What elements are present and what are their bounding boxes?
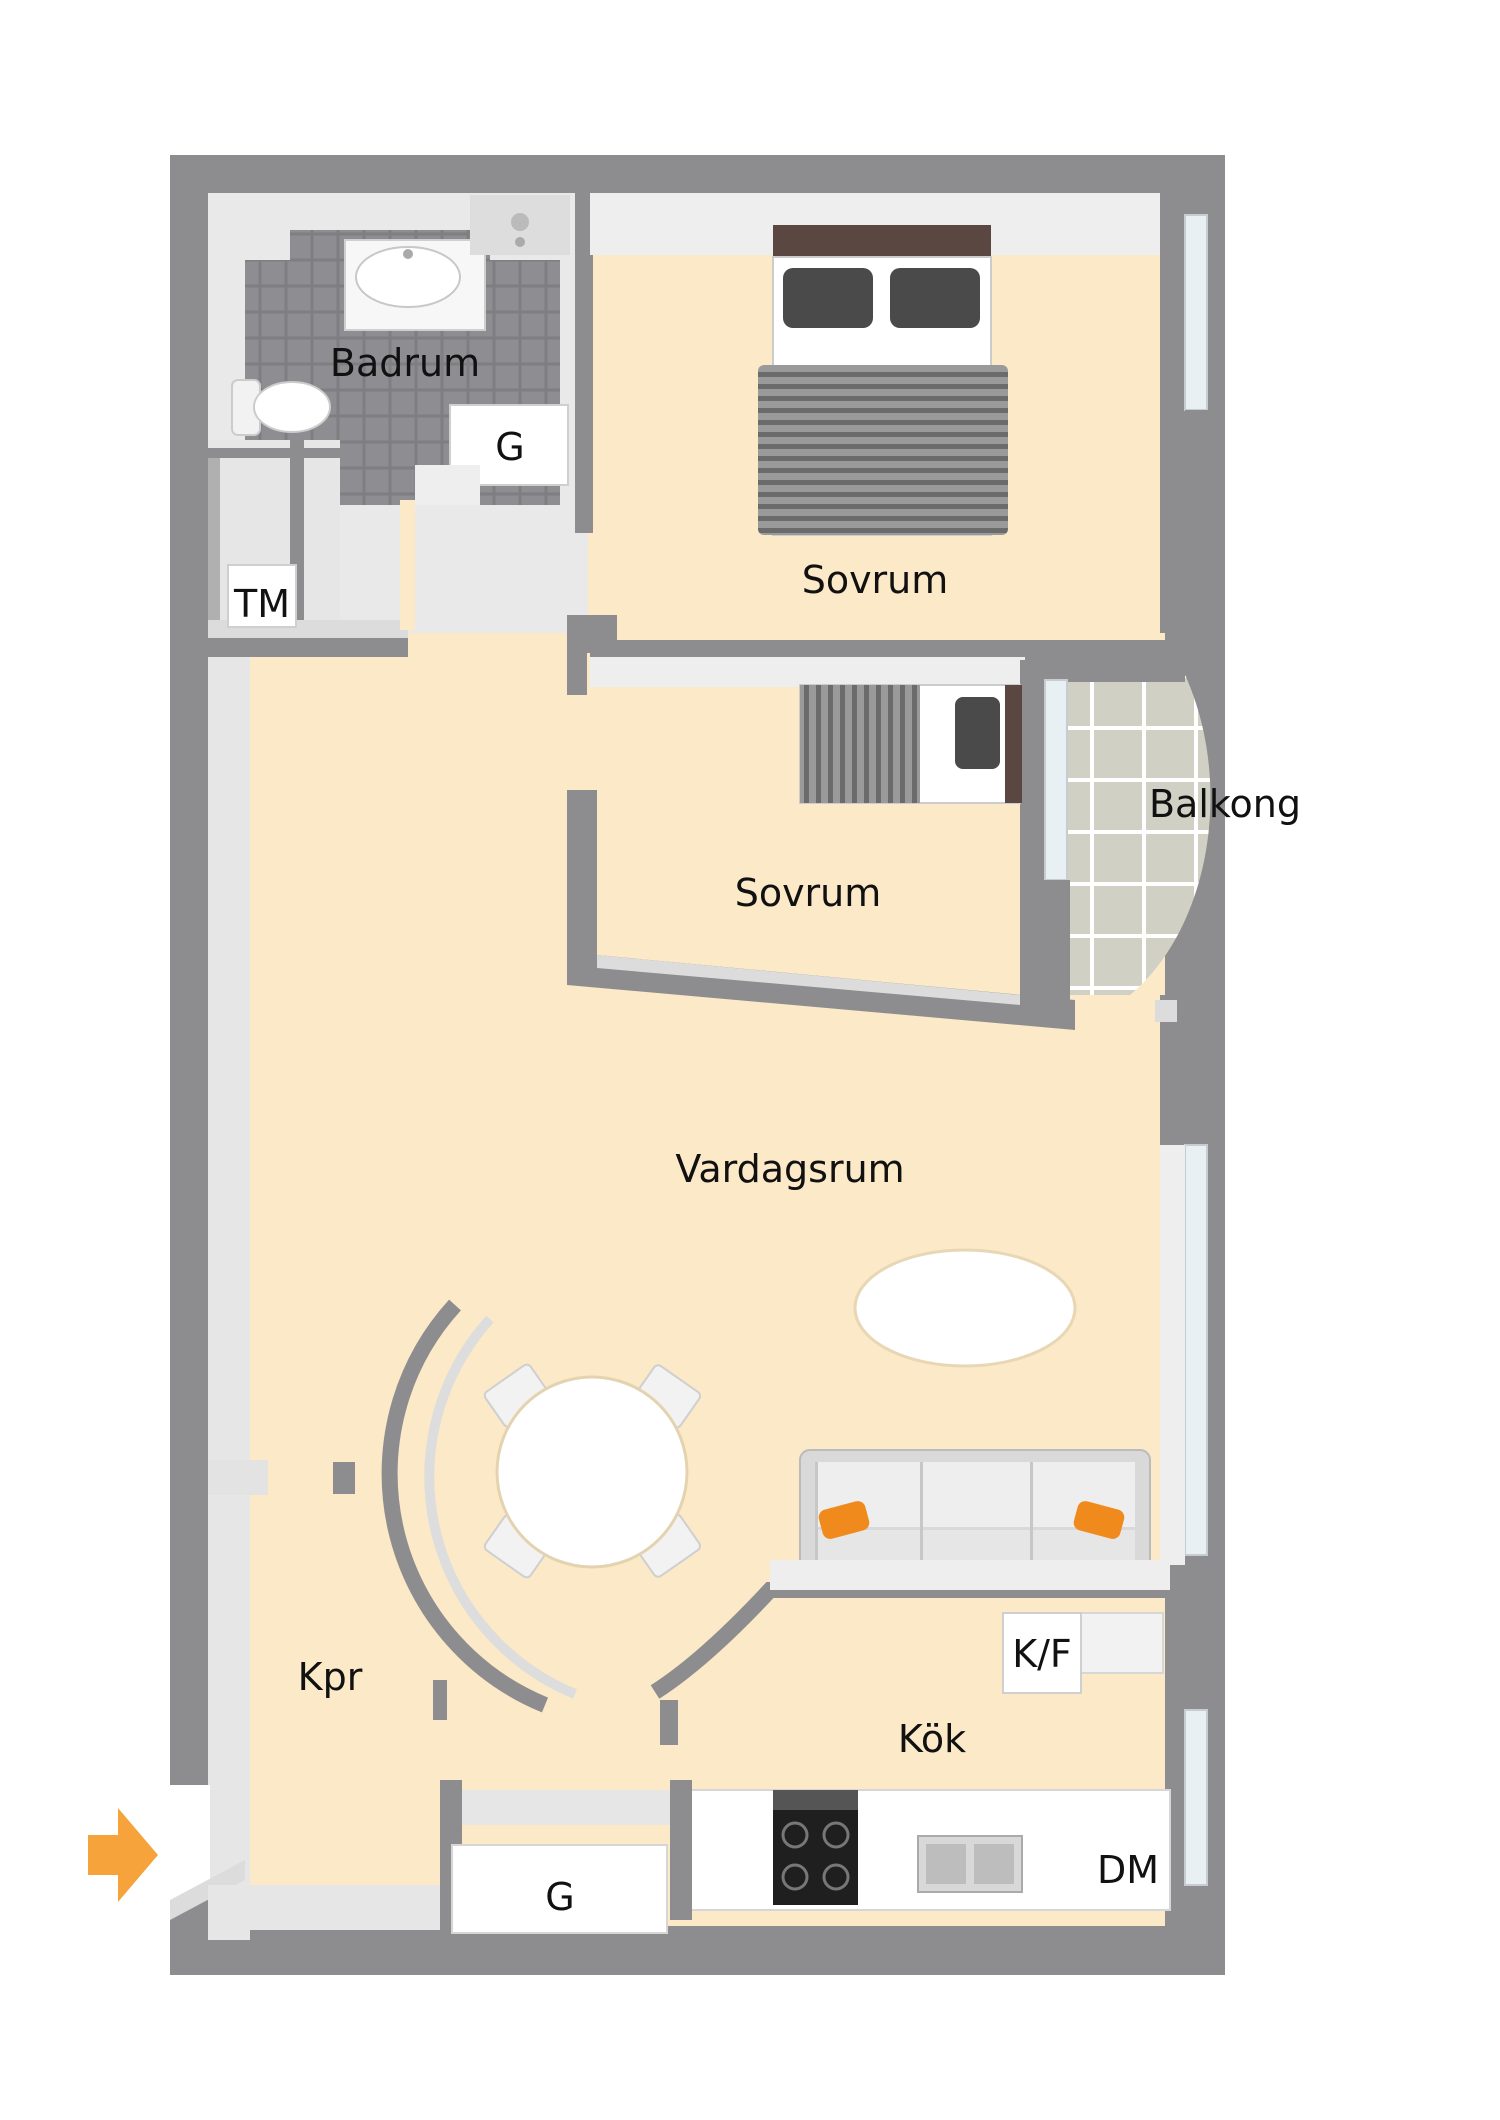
room-label-kok: Kök bbox=[898, 1717, 966, 1761]
fixture-label-g-hall: G bbox=[545, 1875, 574, 1919]
bed-icon bbox=[758, 225, 1008, 536]
toilet-icon bbox=[231, 379, 331, 436]
single-bed-icon bbox=[799, 684, 1022, 804]
room-label-badrum: Badrum bbox=[330, 341, 480, 385]
coffee-table-icon bbox=[853, 1248, 1077, 1368]
dining-table-icon bbox=[483, 1363, 702, 1579]
fixture-label-g-bath: G bbox=[495, 425, 524, 469]
room-label-kpr: Kpr bbox=[298, 1655, 363, 1699]
curved-partition bbox=[333, 1299, 1180, 1745]
fixture-label-dm: DM bbox=[1097, 1848, 1159, 1892]
tm-cabinet bbox=[227, 564, 297, 628]
sink-icon bbox=[917, 1835, 1023, 1893]
washbasin-icon bbox=[344, 239, 486, 331]
bedroom-2-walls bbox=[567, 660, 1075, 1030]
hall-wall-panel bbox=[208, 655, 250, 1940]
fixture-label-kf: K/F bbox=[1012, 1632, 1072, 1676]
fridge-icon bbox=[1002, 1612, 1164, 1694]
sofa-icon bbox=[799, 1449, 1151, 1581]
room-label-vardagsrum: Vardagsrum bbox=[675, 1147, 904, 1191]
room-label-sovrum-1: Sovrum bbox=[802, 558, 949, 602]
fixture-label-tm: TM bbox=[233, 582, 290, 626]
shower-icon bbox=[470, 195, 570, 255]
hall-g-cabinet bbox=[451, 1844, 668, 1934]
entrance-arrow-icon bbox=[88, 1808, 158, 1902]
room-label-sovrum-2: Sovrum bbox=[735, 871, 882, 915]
living-room-walls bbox=[1155, 995, 1225, 1886]
room-label-balkong: Balkong bbox=[1149, 782, 1301, 826]
stove-icon bbox=[773, 1790, 858, 1905]
bath-g-cabinet bbox=[415, 404, 569, 505]
entrance-door bbox=[170, 1785, 440, 1930]
